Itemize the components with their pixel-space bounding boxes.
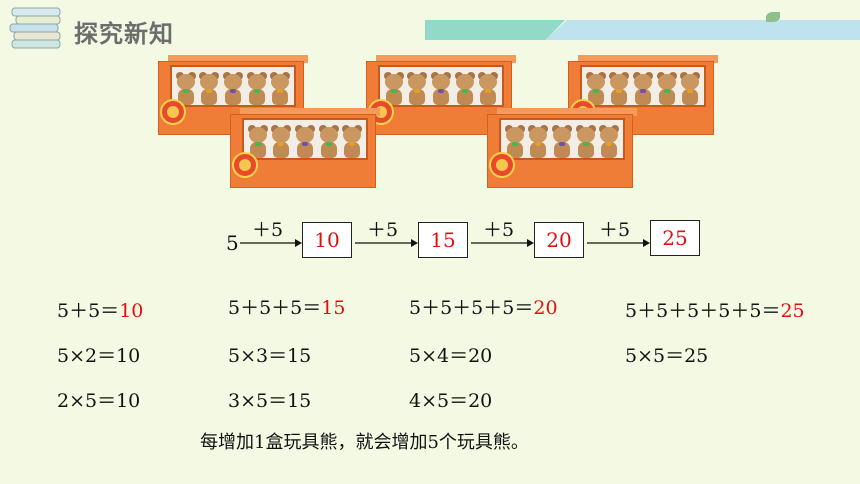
arrow-icon [240, 233, 302, 252]
teddy-bear-icon [269, 71, 291, 105]
teddy-bear-icon [294, 124, 316, 158]
box-window [170, 65, 296, 107]
sequence-value-box: 25 [650, 220, 700, 256]
teddy-bear-icon [585, 71, 607, 105]
teddy-bear-icon [598, 124, 620, 158]
bear-box [230, 108, 380, 188]
teddy-bear-icon [198, 71, 220, 105]
header-banner-teal [425, 20, 565, 40]
teddy-bear-icon [477, 71, 499, 105]
equation-mul-5x5: 5×5＝25 [625, 345, 709, 367]
equation-mul-5x2: 5×2＝10 [57, 345, 141, 367]
bear-box [487, 108, 637, 188]
sequence-start: 5 [226, 231, 239, 255]
teddy-bear-icon [551, 124, 573, 158]
step-label: ＋5 [599, 219, 631, 241]
arrow-icon [471, 233, 534, 252]
box-window [242, 118, 368, 160]
box-seal-icon [489, 152, 515, 178]
equation-mul-2x5: 2×5＝10 [57, 390, 141, 412]
header-banner-blue [545, 20, 860, 40]
box-seal-icon [232, 152, 258, 178]
box-window [499, 118, 625, 160]
teddy-bear-icon [383, 71, 405, 105]
teddy-bear-icon [679, 71, 701, 105]
teddy-bear-icon [430, 71, 452, 105]
equation-mul-3x5: 3×5＝15 [228, 390, 312, 412]
teddy-bear-icon [608, 71, 630, 105]
equation-add-2: 5＋5＝10 [57, 300, 144, 322]
teddy-bear-icon [270, 124, 292, 158]
teddy-bear-icon [406, 71, 428, 105]
conclusion-sentence: 每增加1盒玩具熊，就会增加5个玩具熊。 [200, 432, 529, 453]
arrow-icon [355, 233, 418, 252]
box-window [580, 65, 706, 107]
sequence-value-box: 20 [534, 222, 584, 258]
teddy-bear-icon [318, 124, 340, 158]
box-seal-icon [160, 99, 186, 125]
teddy-bear-icon [504, 124, 526, 158]
teddy-bear-icon [246, 71, 268, 105]
teddy-bear-icon [341, 124, 363, 158]
teddy-bear-icon [222, 71, 244, 105]
books-icon [8, 4, 64, 54]
step-label: ＋5 [252, 219, 284, 241]
box-window [378, 65, 504, 107]
sequence-value-box: 10 [302, 222, 352, 258]
leaf-icon [766, 12, 780, 22]
equation-mul-5x4: 5×4＝20 [409, 345, 493, 367]
arrow-icon [587, 233, 650, 252]
equation-add-3: 5＋5＋5＝15 [228, 297, 346, 319]
equation-mul-4x5: 4×5＝20 [409, 390, 493, 412]
teddy-bear-icon [575, 124, 597, 158]
sequence-value-box: 15 [418, 222, 468, 258]
teddy-bear-icon [247, 124, 269, 158]
teddy-bear-icon [527, 124, 549, 158]
bear-box [366, 55, 516, 135]
step-label: ＋5 [367, 219, 399, 241]
teddy-bear-icon [454, 71, 476, 105]
equation-add-5: 5＋5＋5＋5＋5＝25 [625, 300, 805, 322]
teddy-bear-icon [632, 71, 654, 105]
page-title: 探究新知 [74, 20, 174, 48]
step-label: ＋5 [483, 219, 515, 241]
teddy-bear-icon [175, 71, 197, 105]
equation-mul-5x3: 5×3＝15 [228, 345, 312, 367]
equation-add-4: 5＋5＋5＋5＝20 [409, 297, 558, 319]
teddy-bear-icon [656, 71, 678, 105]
